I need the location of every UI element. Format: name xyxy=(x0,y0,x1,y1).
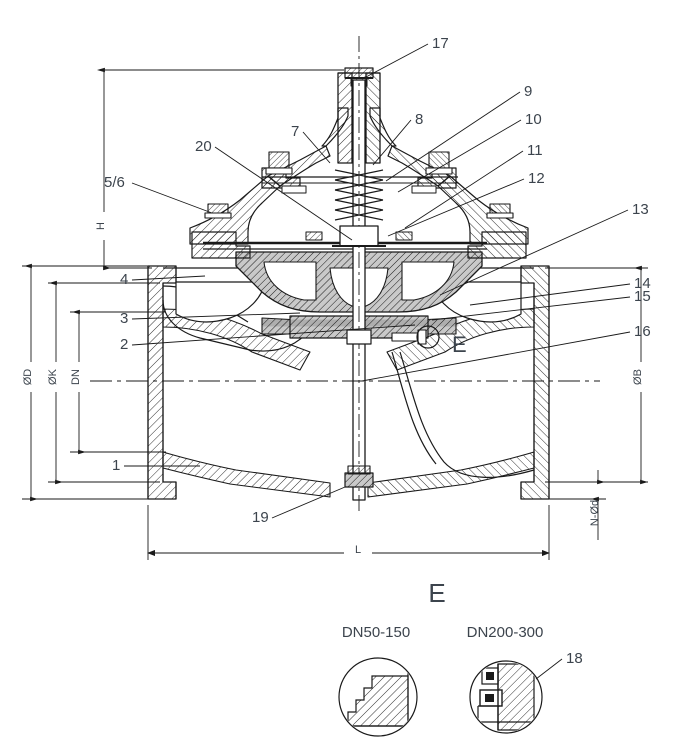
leader-line-14 xyxy=(469,283,631,306)
leader-line-13 xyxy=(439,209,629,296)
callout-number-16: 16 xyxy=(634,323,651,340)
spring-coils xyxy=(334,169,384,221)
callout-number-19: 19 xyxy=(252,509,269,526)
leader-line-12 xyxy=(387,178,525,237)
leader-line-16 xyxy=(361,331,631,382)
leader-line-3 xyxy=(131,312,301,320)
leader-line-15 xyxy=(431,296,631,321)
dimension-label-flange-b: ØB xyxy=(632,369,644,385)
detail-E-marker-label: E xyxy=(452,332,467,357)
callout-number-11: 11 xyxy=(527,142,543,159)
callout-number-15: 15 xyxy=(634,288,651,305)
callout-number-14: 14 xyxy=(634,275,651,292)
dimension-label-bolt-circle: ØK xyxy=(47,368,59,385)
callout-number-2: 2 xyxy=(120,336,128,353)
leader-line-9 xyxy=(385,91,521,182)
dimension-labels: ØD ØK DN H ØB N-ØdL xyxy=(22,222,644,556)
callout-number-4: 4 xyxy=(120,271,128,288)
dimension-lines xyxy=(22,67,649,560)
detail-view-dn50-150-title: DN50-150 xyxy=(342,624,410,641)
detail-view-dn50-150: DN50-150 xyxy=(338,624,418,737)
leader-line-5-6 xyxy=(131,182,213,214)
dimension-label-nominal-bore: DN xyxy=(70,369,82,385)
detail-view-dn200-300-title: DN200-300 xyxy=(467,624,544,641)
dimension-label-bolt-holes: N-Ød xyxy=(589,500,601,526)
callout-number-20: 20 xyxy=(195,138,212,155)
leader-line-18 xyxy=(535,658,563,680)
callout-number-18: 18 xyxy=(566,650,583,667)
leader-line-19 xyxy=(271,486,346,519)
callout-number-5-6: 5/6 xyxy=(104,174,125,191)
callout-number-7: 7 xyxy=(291,123,299,140)
detail-section-title: E xyxy=(428,578,445,608)
leader-line-4 xyxy=(131,275,206,281)
diaphragm-housing xyxy=(189,36,529,512)
leader-line-7 xyxy=(302,131,331,164)
leader-line-10 xyxy=(397,119,522,193)
leader-line-11 xyxy=(404,150,524,229)
callout-number-13: 13 xyxy=(632,201,649,218)
dimension-label-outer-diameter: ØD xyxy=(22,369,34,386)
leader-line-8 xyxy=(372,119,412,166)
leader-line-2 xyxy=(131,324,416,346)
valve-body-casting xyxy=(147,265,550,500)
callout-number-17: 17 xyxy=(432,35,449,52)
leader-line-17 xyxy=(365,43,429,78)
dimension-label-face-to-face: L xyxy=(355,544,361,556)
callout-number-8: 8 xyxy=(415,111,423,128)
callout-number-9: 9 xyxy=(524,83,532,100)
detail-view-dn200-300: DN200-300 xyxy=(467,624,544,734)
callout-number-3: 3 xyxy=(120,310,128,327)
leader-line-20 xyxy=(214,146,353,241)
detail-section-E: E DN50-150 xyxy=(338,578,544,737)
callout-number-10: 10 xyxy=(525,111,542,128)
dimension-label-height: H xyxy=(95,222,107,230)
callout-leader-lines xyxy=(124,43,631,680)
detail-E-marker: E xyxy=(416,325,467,357)
callout-number-1: 1 xyxy=(112,457,120,474)
callout-number-12: 12 xyxy=(528,170,545,187)
